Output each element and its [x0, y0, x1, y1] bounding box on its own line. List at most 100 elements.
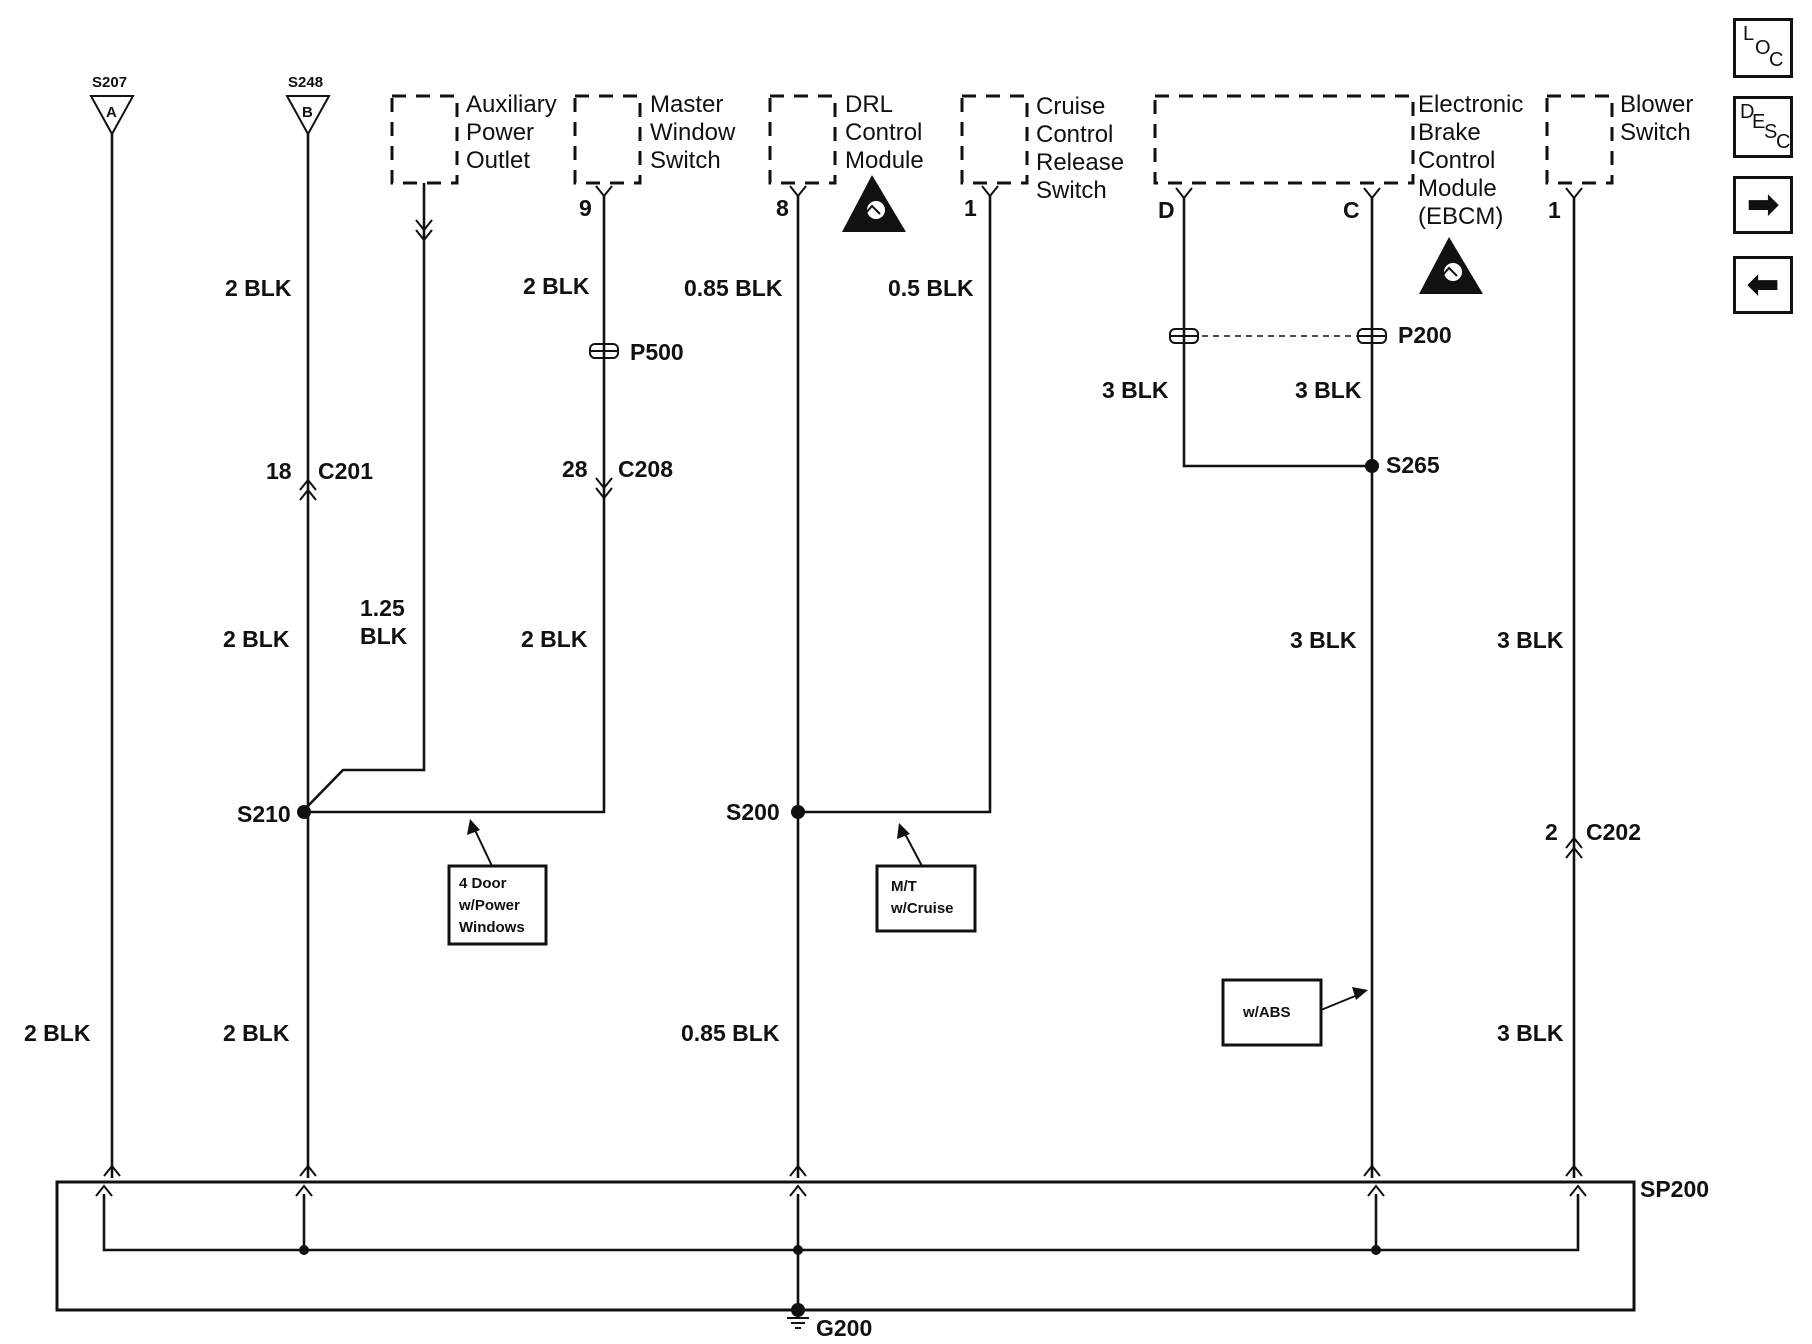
connector-arrow-icon: [415, 219, 433, 242]
splice-s210-node: [297, 805, 311, 819]
wire-label: 2 BLK: [223, 626, 290, 652]
wire-label: 2 BLK: [223, 1020, 290, 1046]
description-button-letter: D: [1740, 101, 1755, 123]
splice-s200-label: S200: [726, 799, 780, 825]
ebcm-box: [1153, 94, 1415, 185]
splice-pack-bus: [102, 1194, 1580, 1310]
wire-label: 3 BLK: [1497, 627, 1564, 653]
cruise-switch-name: Cruise Control Release Switch: [1036, 93, 1131, 204]
terminal-marks: [103, 1164, 1583, 1177]
splice-s265-node: [1365, 459, 1379, 473]
wire-label: 3 BLK: [1290, 627, 1357, 653]
wire-cruise: [798, 196, 992, 814]
splice-pack-sp200: [55, 1180, 1636, 1312]
terminal-marks: [95, 1184, 1587, 1197]
connector-arrow-icon: [299, 478, 317, 501]
previous-page-button[interactable]: ⬅: [1733, 256, 1793, 314]
wire-label: BLK: [360, 623, 408, 649]
note-mt-cruise-box: [875, 864, 977, 933]
description-button-letter: C: [1776, 131, 1791, 153]
master-window-switch-name: Master Window Switch: [650, 91, 742, 174]
description-button-letter: S: [1764, 121, 1778, 143]
splice-s248-label: S248: [288, 74, 323, 91]
note-mt-cruise-text: M/T w/Cruise: [890, 878, 954, 917]
connector-c201-label: C201: [318, 458, 373, 484]
note-abs-text: w/ABS: [1242, 1004, 1291, 1021]
blower-switch-box: [1545, 94, 1614, 185]
connector-c202-label: C202: [1586, 819, 1641, 845]
splice-s207: S207 A: [89, 74, 135, 137]
blower-switch-name: Blower Switch: [1620, 91, 1700, 146]
pointer-arrow-icon: [897, 823, 910, 839]
splice-pack-sp200-label: SP200: [1640, 1176, 1709, 1202]
wire-label: 3 BLK: [1102, 377, 1169, 403]
note-4door-pointer: [473, 827, 493, 867]
pin-blower: 1: [1548, 197, 1561, 223]
wire-ebcm-d: [1182, 198, 1372, 468]
wire-label: 1.25: [360, 595, 405, 621]
wire-label: 3 BLK: [1497, 1020, 1564, 1046]
description-button-letter: E: [1752, 111, 1766, 133]
splice-s248-letter: B: [302, 104, 313, 121]
ebcm-name: Electronic Brake Control Module (EBCM): [1418, 91, 1530, 230]
wire-label: 0.85 BLK: [684, 275, 783, 301]
wire-master-window: [304, 196, 606, 814]
wire-label: 2 BLK: [24, 1020, 91, 1046]
pin-drl: 8: [776, 195, 789, 221]
splice-s210-label: S210: [237, 801, 291, 827]
connector-c208-pin: 28: [562, 456, 588, 482]
connector-c202-pin: 2: [1545, 819, 1558, 845]
esd-warning-icon: [1419, 237, 1483, 294]
ground-icon: [787, 1317, 809, 1329]
pin-master-window: 9: [579, 195, 592, 221]
next-page-button[interactable]: ➡: [1733, 176, 1793, 234]
arrow-left-icon: ⬅: [1747, 264, 1779, 306]
wire-label: 0.85 BLK: [681, 1020, 780, 1046]
splice-s207-letter: A: [106, 104, 117, 121]
wire-label: 2 BLK: [225, 275, 292, 301]
connector-p500-label: P500: [630, 339, 684, 365]
pointer-arrow-icon: [1352, 987, 1368, 1000]
connector-c201-pin: 18: [266, 458, 292, 484]
splice-s265-label: S265: [1386, 452, 1440, 478]
aux-power-outlet-name: Auxiliary Power Outlet: [466, 91, 563, 174]
note-4door-text: 4 Door w/Power Windows: [458, 875, 525, 936]
wire-aux-power: [303, 183, 426, 811]
description-button[interactable]: D E S C: [1733, 96, 1793, 158]
connector-c208-label: C208: [618, 456, 673, 482]
cruise-switch-box: [960, 94, 1029, 185]
wire-label: 0.5 BLK: [888, 275, 974, 301]
splice-s248: S248 B: [285, 74, 331, 137]
drl-module-name: DRL Control Module: [845, 91, 929, 174]
pin-ebcm-c: C: [1343, 197, 1360, 223]
connector-p500: [589, 343, 619, 359]
esd-warning-icon: [842, 175, 906, 232]
drl-module-box: [768, 94, 837, 185]
ground-node: [791, 1303, 805, 1317]
splice-s207-label: S207: [92, 74, 127, 91]
master-window-switch-box: [573, 94, 642, 185]
splice-s200-node: [791, 805, 805, 819]
note-4door-box: [447, 864, 548, 946]
connector-arrow-icon: [595, 477, 613, 500]
note-mt-cruise-pointer: [903, 831, 923, 867]
connector-arrow-icon: [1565, 836, 1583, 859]
wire-label: 3 BLK: [1295, 377, 1362, 403]
pin-ebcm-d: D: [1158, 197, 1175, 223]
location-button-letter: O: [1755, 37, 1771, 59]
pin-cruise: 1: [964, 195, 977, 221]
note-abs-box: [1221, 978, 1323, 1047]
wire-label: 2 BLK: [521, 626, 588, 652]
location-button-letter: L: [1743, 23, 1755, 45]
aux-power-outlet-box: [390, 94, 459, 185]
connector-p200: [1169, 328, 1387, 344]
wire-label: 2 BLK: [523, 273, 590, 299]
connector-p200-label: P200: [1398, 322, 1452, 348]
arrow-right-icon: ➡: [1747, 184, 1779, 226]
ground-g200-label: G200: [816, 1315, 872, 1341]
note-abs-pointer: [1320, 993, 1361, 1011]
pointer-arrow-icon: [467, 819, 480, 835]
location-button[interactable]: L O C: [1733, 18, 1793, 78]
location-button-letter: C: [1769, 49, 1784, 71]
